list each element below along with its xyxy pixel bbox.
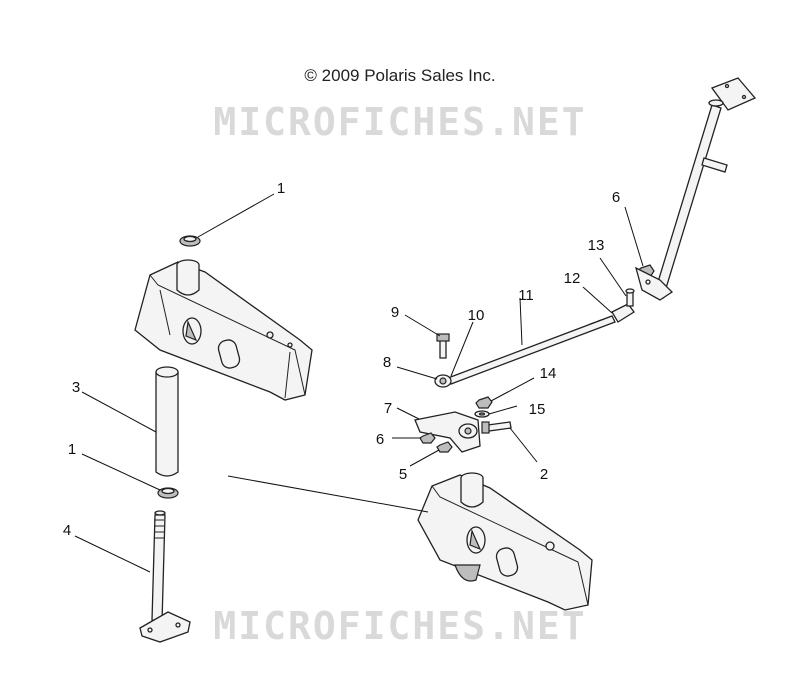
callout-9: 9 [391, 304, 399, 321]
watermark-top: MICROFICHES.NET [213, 100, 587, 144]
upper-frame-bracket [134, 259, 313, 401]
callout-labels: 1 3 1 4 6 13 12 11 9 10 8 14 15 7 6 5 2 [63, 180, 620, 539]
nut-6-lower [419, 432, 436, 444]
callout-4: 4 [63, 522, 71, 539]
leader-lines [74, 193, 644, 573]
callout-14: 14 [540, 365, 557, 382]
callout-13: 13 [588, 237, 605, 254]
rod-end-left [434, 374, 452, 388]
steering-post [139, 510, 191, 643]
callout-15: 15 [529, 401, 546, 418]
rod-end-right [611, 288, 635, 323]
watermark-bottom: MICROFICHES.NET [213, 604, 587, 648]
callout-3: 3 [72, 379, 80, 396]
callout-12: 12 [564, 270, 581, 287]
bolt-lower [481, 421, 512, 434]
bolt-upper [436, 333, 450, 359]
washer-15 [474, 410, 490, 418]
callout-7: 7 [384, 400, 392, 417]
callout-1-lower: 1 [68, 441, 76, 458]
lower-frame-bracket [417, 472, 593, 611]
bushing-lower [157, 487, 179, 499]
callout-1-upper: 1 [277, 180, 285, 197]
nut-5 [436, 441, 453, 453]
pitman-arm [414, 411, 481, 453]
pivot-tube [155, 366, 179, 477]
callout-2: 2 [540, 466, 548, 483]
callout-10: 10 [468, 307, 485, 324]
nut-14 [475, 396, 493, 409]
callout-8: 8 [383, 354, 391, 371]
callout-5: 5 [399, 466, 407, 483]
tie-rod [447, 315, 616, 385]
callout-6-upper: 6 [612, 189, 620, 206]
callout-11: 11 [518, 287, 534, 304]
bushing-upper [179, 235, 201, 247]
callout-6-lower: 6 [376, 431, 384, 448]
copyright-notice: © 2009 Polaris Sales Inc. [304, 66, 496, 85]
steering-column [634, 77, 757, 301]
